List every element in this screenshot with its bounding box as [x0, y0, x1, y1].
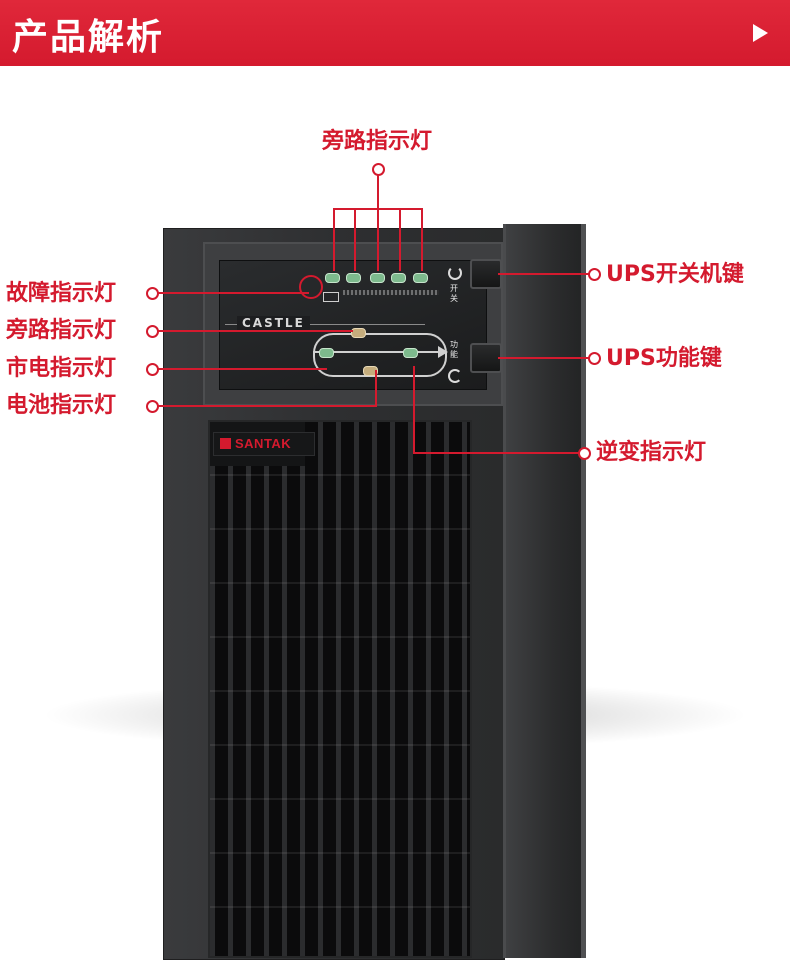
- callout-power-key: UPS开关机键: [606, 262, 744, 287]
- function-key[interactable]: [470, 343, 502, 373]
- section-header: 产品解析: [0, 0, 790, 66]
- callout-mains: 市电指示灯: [6, 356, 117, 381]
- callout-tick-1: [333, 208, 335, 271]
- bypass-led-3: [370, 273, 385, 283]
- callout-line-inverter: [413, 452, 581, 454]
- inverter-led: [403, 348, 418, 358]
- callout-line-bypass: [157, 330, 353, 332]
- callout-line-function-key: [498, 357, 590, 359]
- callout-fault: 故障指示灯: [6, 281, 117, 306]
- callout-battery: 电池指示灯: [6, 393, 117, 418]
- callout-tick-5: [421, 208, 423, 271]
- vent-fins: [210, 422, 470, 956]
- ups-side-panel: [503, 224, 586, 958]
- bypass-led-5: [413, 273, 428, 283]
- callout-tick-3: [377, 208, 379, 271]
- callout-tick-2: [354, 208, 356, 271]
- vent-rows: [210, 422, 470, 956]
- bypass-led-2: [346, 273, 361, 283]
- cycle-icon: [448, 369, 462, 383]
- callout-line-battery-vert: [375, 370, 377, 407]
- callout-line-fault: [157, 292, 309, 294]
- level-bar: [343, 290, 439, 295]
- brand-logo: SANTAK: [213, 432, 315, 456]
- battery-led: [363, 366, 378, 376]
- logo-mark-icon: [220, 438, 231, 449]
- callout-line-mains: [157, 368, 327, 370]
- flow-line: [313, 351, 443, 353]
- bypass-led-4: [391, 273, 406, 283]
- panel-divider: [225, 324, 425, 325]
- callout-line-power-key: [498, 273, 590, 275]
- power-icon: [448, 266, 462, 280]
- power-button-label: 开关: [450, 284, 458, 303]
- mains-led: [319, 348, 334, 358]
- panel-brand: CASTLE: [237, 316, 310, 330]
- section-title: 产品解析: [12, 17, 165, 58]
- play-arrow-icon[interactable]: [753, 24, 768, 42]
- function-button-label: 功能: [450, 340, 458, 359]
- battery-icon: [323, 292, 339, 302]
- bypass-led-1: [325, 273, 340, 283]
- callout-top-bypass: 旁路指示灯: [322, 129, 433, 154]
- callout-line-inverter-vert: [413, 366, 415, 454]
- callout-dot-function-key: [588, 352, 601, 365]
- callout-line-top-bypass: [377, 174, 379, 209]
- callout-bypass: 旁路指示灯: [6, 318, 117, 343]
- callout-dot-power-key: [588, 268, 601, 281]
- flow-arrow-icon: [438, 346, 448, 358]
- callout-line-battery: [157, 405, 377, 407]
- callout-dot-inverter: [578, 447, 591, 460]
- side-edge: [581, 224, 586, 958]
- callout-tick-4: [399, 208, 401, 271]
- callout-function-key: UPS功能键: [606, 346, 722, 371]
- bypass-led: [351, 328, 366, 338]
- callout-inverter: 逆变指示灯: [596, 440, 707, 465]
- ups-unit: CASTLE 开关 功能 SANTAK: [163, 224, 586, 960]
- vent-grille: [208, 420, 472, 958]
- logo-text: SANTAK: [235, 436, 292, 451]
- fault-indicator-ring: [299, 275, 323, 299]
